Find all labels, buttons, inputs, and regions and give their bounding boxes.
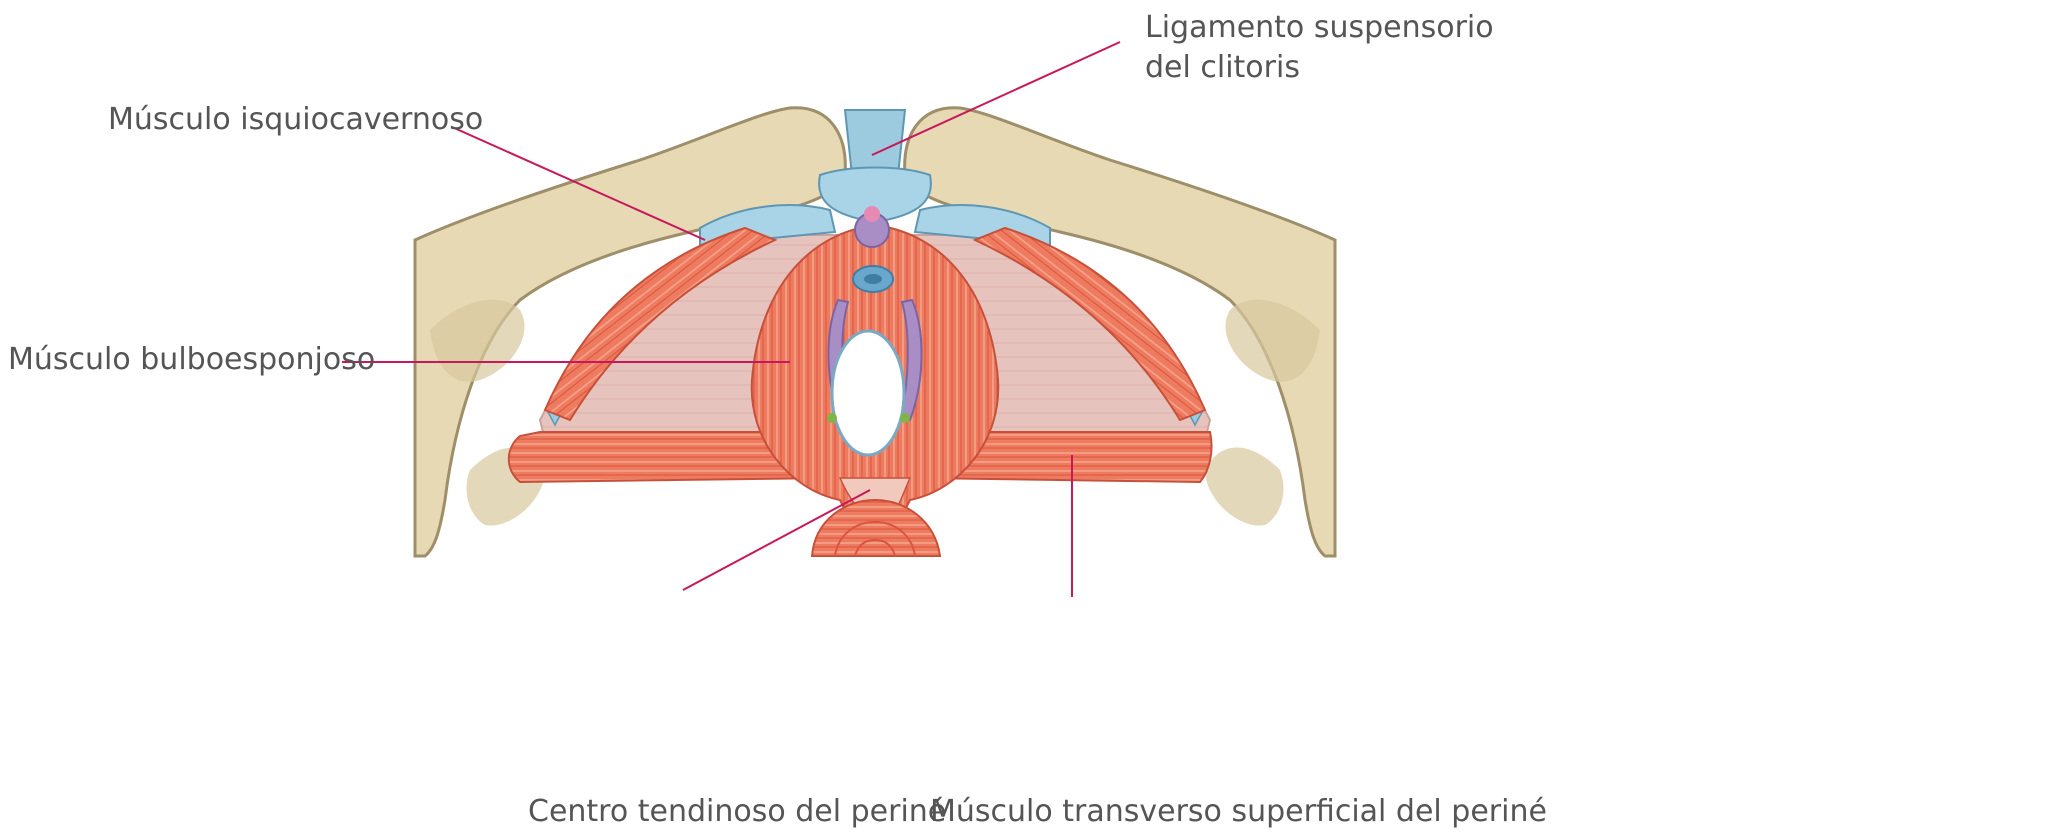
label-centro-tendinoso: Centro tendinoso del periné	[528, 792, 946, 832]
label-ligamento-line1: Ligamento suspensorio	[1145, 8, 1494, 48]
external-anal-sphincter	[812, 500, 940, 556]
label-ligamento-line2: del clitoris	[1145, 48, 1494, 88]
clitoris-glans	[864, 206, 880, 222]
label-ligamento-suspensorio: Ligamento suspensorio del clitoris	[1145, 8, 1494, 88]
bartholin-gland-right	[900, 413, 910, 423]
bartholin-gland-left	[827, 413, 837, 423]
label-bulboesponjoso: Músculo bulboesponjoso	[8, 340, 375, 380]
label-isquiocavernoso: Músculo isquiocavernoso	[108, 100, 483, 140]
label-transverso-superficial: Músculo transverso superficial del perin…	[930, 792, 1547, 832]
urethral-opening-inner	[864, 274, 882, 284]
vaginal-opening	[832, 331, 904, 455]
